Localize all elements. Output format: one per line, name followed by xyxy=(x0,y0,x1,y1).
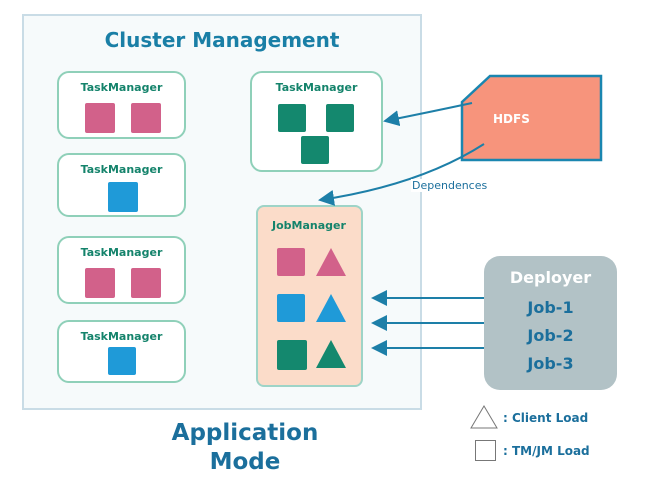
taskmanager-4: TaskManager xyxy=(57,320,186,383)
taskmanager-label: TaskManager xyxy=(275,81,358,94)
taskmanager-1: TaskManager xyxy=(57,71,186,139)
taskmanager-5: TaskManager xyxy=(250,71,383,172)
jobmanager-box: JobManager xyxy=(256,205,363,387)
tm-load-square xyxy=(278,104,306,132)
hdfs-label: HDFS xyxy=(493,112,530,126)
jm-load-square xyxy=(277,340,307,370)
tm-load-square xyxy=(131,103,161,133)
tm-load-square xyxy=(85,103,115,133)
hdfs-to-jobmanager-arrow xyxy=(318,143,485,206)
hdfs-to-taskmanager-arrow xyxy=(383,102,473,127)
jm-load-square xyxy=(277,294,305,322)
tm-load-square xyxy=(301,136,329,164)
legend-square-icon xyxy=(475,440,496,461)
tm-load-square xyxy=(326,104,354,132)
taskmanager-label: TaskManager xyxy=(80,81,163,94)
hdfs-icon xyxy=(460,74,603,162)
client-load-triangle-icon xyxy=(316,294,346,322)
tm-load-square xyxy=(108,182,138,212)
legend-tm-jm-load: : TM/JM Load xyxy=(503,444,590,458)
taskmanager-label: TaskManager xyxy=(80,330,163,343)
taskmanager-3: TaskManager xyxy=(57,236,186,304)
legend-triangle-icon xyxy=(470,405,498,429)
dependences-label: Dependences xyxy=(411,179,489,192)
mode-title-line1: Application xyxy=(171,420,319,446)
taskmanager-2: TaskManager xyxy=(57,153,186,217)
deployer-box: Deployer Job-1 Job-2 Job-3 xyxy=(484,256,617,390)
client-load-triangle-icon xyxy=(316,248,346,276)
mode-title-line2: Mode xyxy=(209,449,281,475)
deployer-title: Deployer xyxy=(509,268,592,287)
job-3-label: Job-3 xyxy=(527,354,574,373)
tm-load-square xyxy=(108,347,136,375)
jm-load-square xyxy=(277,248,305,276)
jobmanager-label: JobManager xyxy=(272,219,346,232)
job-1-label: Job-1 xyxy=(527,298,574,317)
tm-load-square xyxy=(85,268,115,298)
job-2-label: Job-2 xyxy=(527,326,574,345)
legend-client-load: : Client Load xyxy=(503,411,589,425)
taskmanager-label: TaskManager xyxy=(80,246,163,259)
taskmanager-label: TaskManager xyxy=(80,163,163,176)
client-load-triangle-icon xyxy=(316,340,346,368)
cluster-title: Cluster Management xyxy=(104,28,340,52)
tm-load-square xyxy=(131,268,161,298)
